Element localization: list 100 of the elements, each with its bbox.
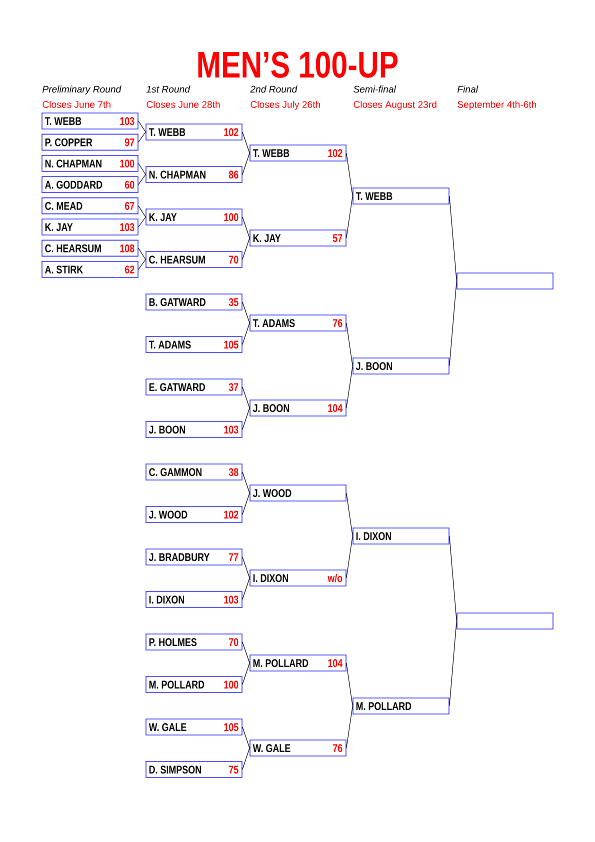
player-name: B. GATWARD [149,298,206,306]
entry-box [250,484,346,502]
score: 70 [229,256,238,264]
score: 97 [124,138,134,146]
closing-date: Closes July 26th [250,100,320,110]
entry-box [146,336,242,353]
player-name: I. DIXON [253,574,288,582]
closing-date: Closes June 7th [42,100,110,108]
bracket-line [138,248,146,260]
player-name: C. MEAD [45,202,82,210]
player-name: T. ADAMS [148,340,191,349]
score: 103 [224,426,238,434]
score: 103 [120,117,134,126]
closing-date: Closes August 23rd [354,100,436,110]
entry-box [146,421,242,438]
entry-box [146,251,242,268]
entry-box [146,166,242,183]
entry-box [146,124,242,140]
player-name: A. STIRK [45,266,84,274]
bracket-line [449,196,457,282]
bracket-line [242,492,250,515]
bracket-line [242,578,250,600]
entry-box [146,761,242,778]
score: w/o [328,574,342,582]
score: 100 [224,213,238,222]
entry-box [42,261,138,278]
bracket-line [242,726,250,748]
score: 100 [120,160,134,168]
score: 70 [229,638,238,646]
bracket-line [346,662,353,706]
player-name: P. COPPER [45,138,92,146]
column-heading: Final [458,86,478,93]
score: 100 [224,680,238,689]
entry-box [146,591,242,608]
bracket-line [242,386,250,408]
empty-box [456,612,554,630]
player-name: J. BRADBURY [148,553,210,562]
entry-box [352,358,450,374]
bracket-line [242,216,250,238]
bracket-line [346,536,353,578]
entry-box [250,654,346,672]
score: 102 [224,128,238,136]
entry-box [146,506,242,523]
score: 38 [228,468,238,476]
column-heading: 2nd Round [250,86,298,93]
player-name: W. GALE [252,744,290,752]
bracket-line [138,174,146,185]
entry-box [352,698,450,714]
score: 108 [120,244,134,252]
player-name: K. JAY [149,213,177,222]
bracket-line [138,132,146,142]
player-name: P. HOLMES [149,638,197,646]
bracket-line [242,302,250,324]
bracket-line [346,366,353,408]
entry-box [352,188,450,204]
player-name: C. HEARSUM [45,244,101,252]
entry-box [250,740,346,756]
player-name: N. CHAPMAN [149,170,206,179]
player-name: E. GATWARD [149,383,205,392]
player-name: K. JAY [253,234,281,242]
player-name: D. SIMPSON [149,766,201,774]
bracket-line [242,132,250,154]
player-name: J. WOOD [252,489,292,498]
player-name: N. CHAPMAN [45,160,102,168]
entry-box [42,112,138,130]
player-name: I. DIXON [149,596,184,604]
entry-box [42,134,138,151]
score: 76 [333,319,342,328]
column-heading: 1st Round [146,86,190,93]
player-name: T. WEBB [356,192,392,200]
entry-box [250,400,346,416]
bracket-line [449,536,457,622]
player-name: T. WEBB [148,128,186,136]
bracket-line [242,642,250,664]
score: 76 [333,744,342,752]
score: 77 [229,553,238,561]
bracket-line [346,706,353,748]
bracket-line [242,408,250,430]
entry-box [146,208,242,226]
bracket-line [346,196,353,238]
entry-box [146,294,242,310]
score: 67 [124,202,134,210]
player-name: T. ADAMS [252,319,295,328]
score: 57 [332,234,342,242]
bracket-line [346,152,353,196]
player-name: W. GALE [148,723,186,732]
column-heading: Semi-final [353,86,396,93]
bracket-line [138,205,146,218]
entry-box [42,197,138,214]
bracket-line [242,238,250,260]
bracket-line [138,163,146,175]
player-name: M. POLLARD [149,680,204,689]
player-name: M. POLLARD [253,659,308,668]
entry-box [146,548,242,566]
score: 102 [224,510,238,519]
bracket-line [346,492,353,536]
player-name: T. WEBB [252,149,290,157]
player-name: M. POLLARD [356,702,412,710]
entry-box [146,378,242,396]
player-name: J. BOON [148,426,186,434]
